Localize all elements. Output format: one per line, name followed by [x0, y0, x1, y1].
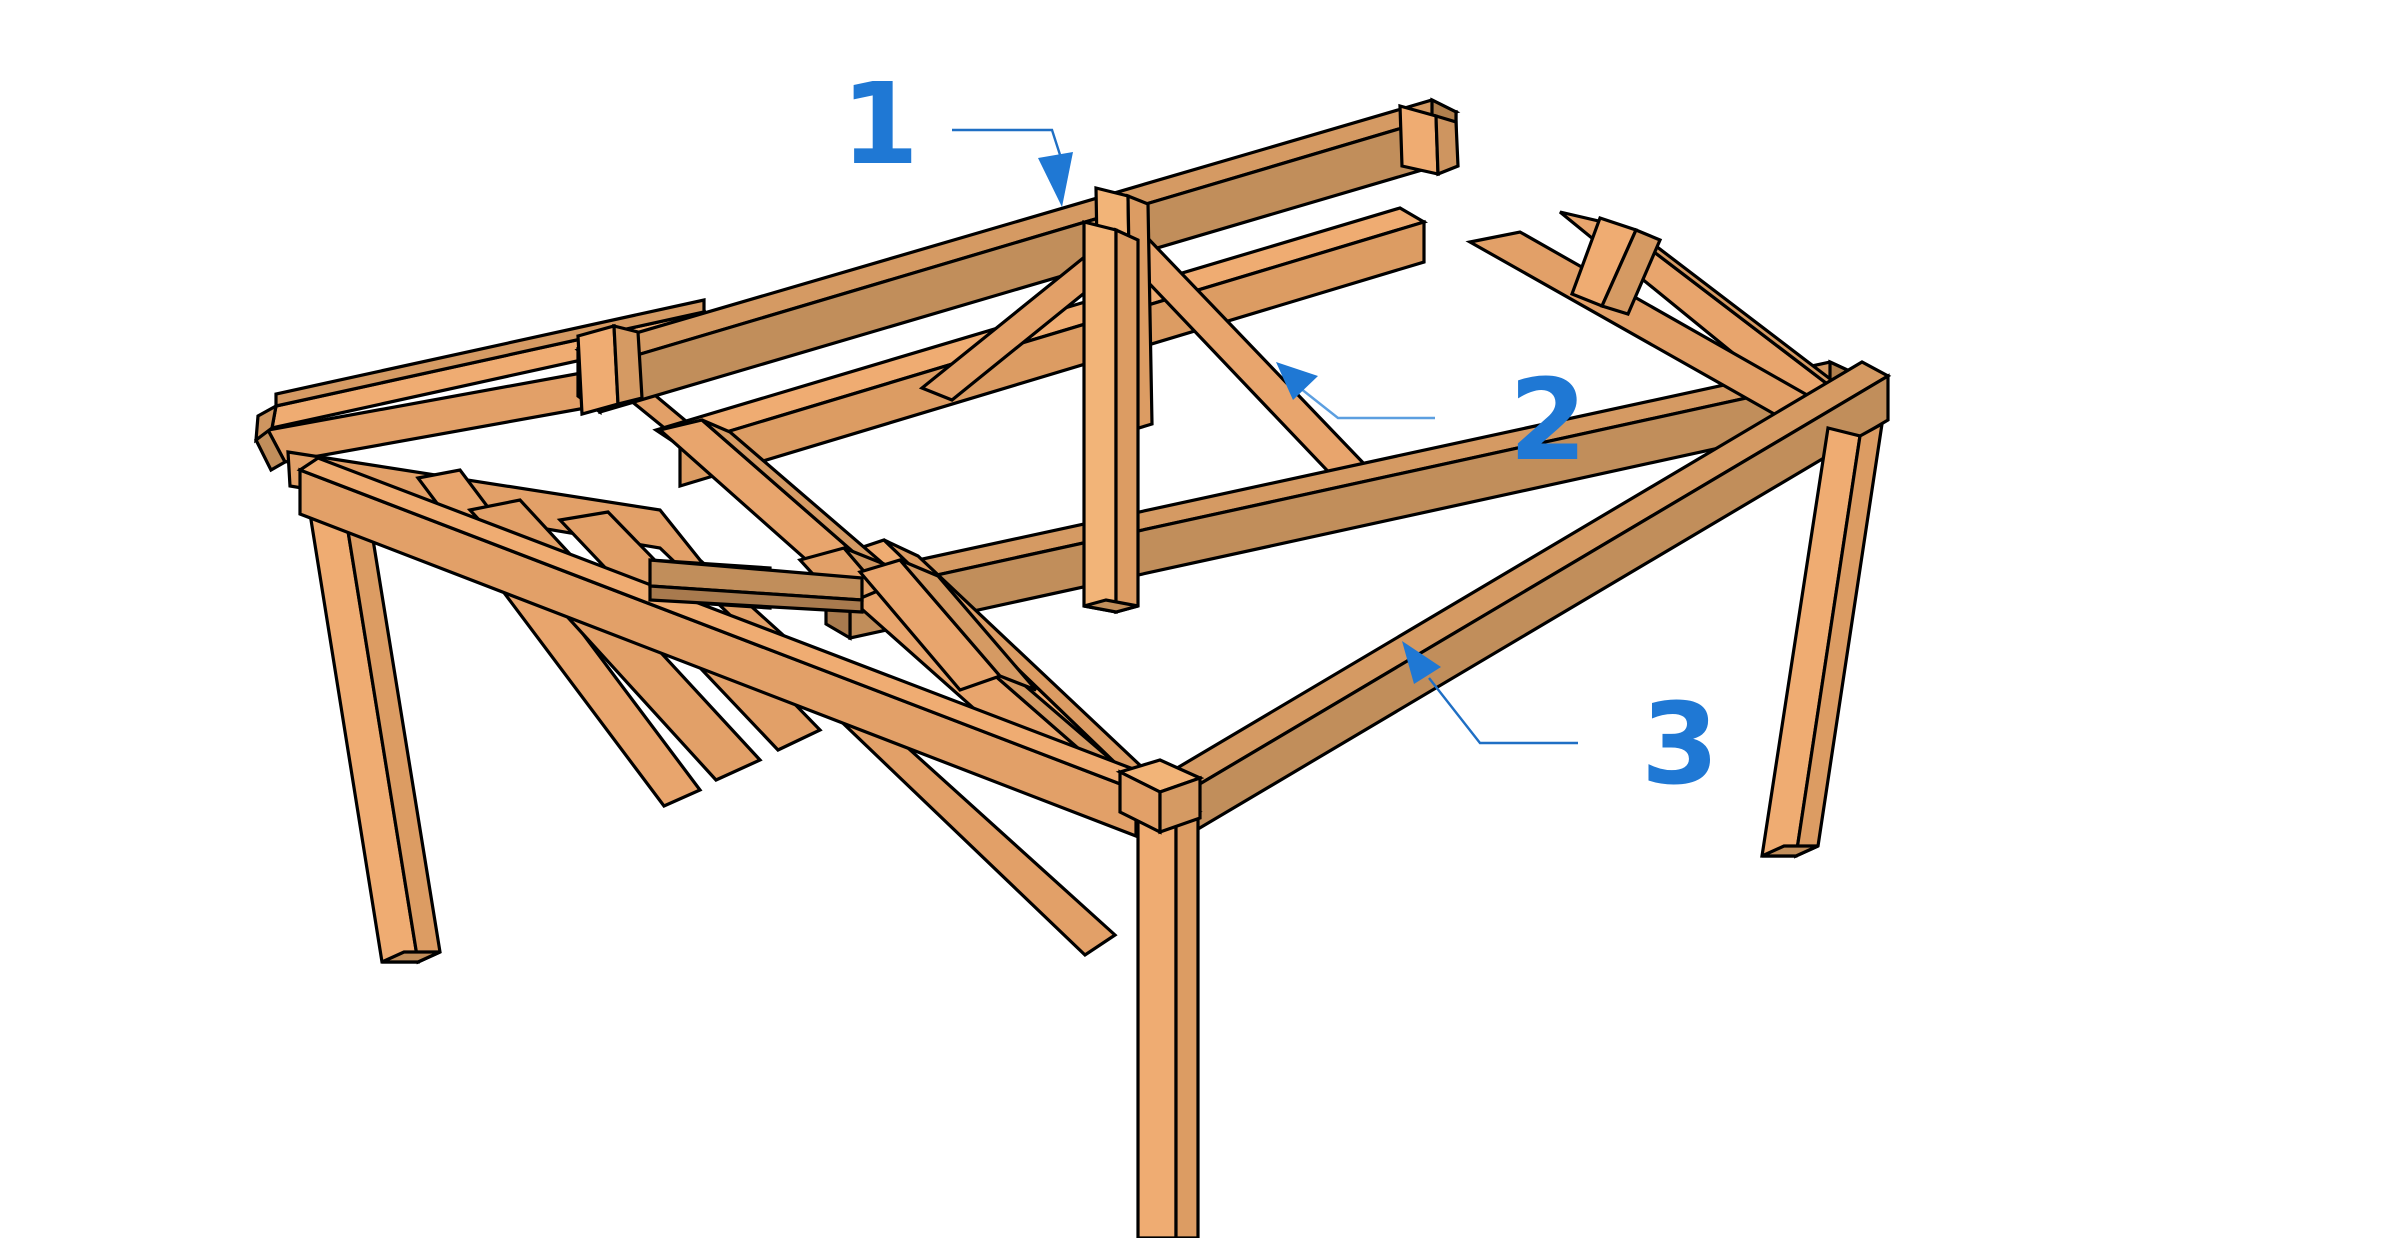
callout-1[interactable]: 1 — [841, 60, 1073, 207]
ridge-knee-brace-right — [1569, 215, 1663, 316]
front-corner-post — [1133, 800, 1203, 1238]
callout-2-leader — [1299, 387, 1435, 420]
callout-1-arrowhead — [1038, 152, 1073, 207]
callout-2-label: 2 — [1509, 356, 1587, 486]
callout-2[interactable]: 2 — [1276, 356, 1587, 486]
right-corner-post — [1760, 421, 1885, 859]
callout-1-label: 1 — [841, 60, 919, 190]
front-eaves-beam-left — [296, 456, 1167, 839]
callout-2-arrowhead — [1276, 362, 1318, 400]
left-truss-shelf — [648, 558, 864, 614]
callout-3-arrowhead — [1402, 641, 1441, 684]
left-truss-strut — [857, 558, 1038, 692]
front-post-cap — [1115, 758, 1205, 835]
far-truss-assembly — [652, 103, 1460, 489]
timber-structure — [254, 97, 1892, 1238]
callout-1-leader — [952, 128, 1064, 162]
ridge-beam — [574, 97, 1461, 416]
ridge-end-block-left — [576, 323, 644, 417]
center-hanging-post — [1082, 219, 1140, 615]
callout-3[interactable]: 3 — [1402, 641, 1719, 810]
callout-3-label: 3 — [1641, 680, 1719, 810]
callout-3-leader — [1428, 677, 1578, 745]
